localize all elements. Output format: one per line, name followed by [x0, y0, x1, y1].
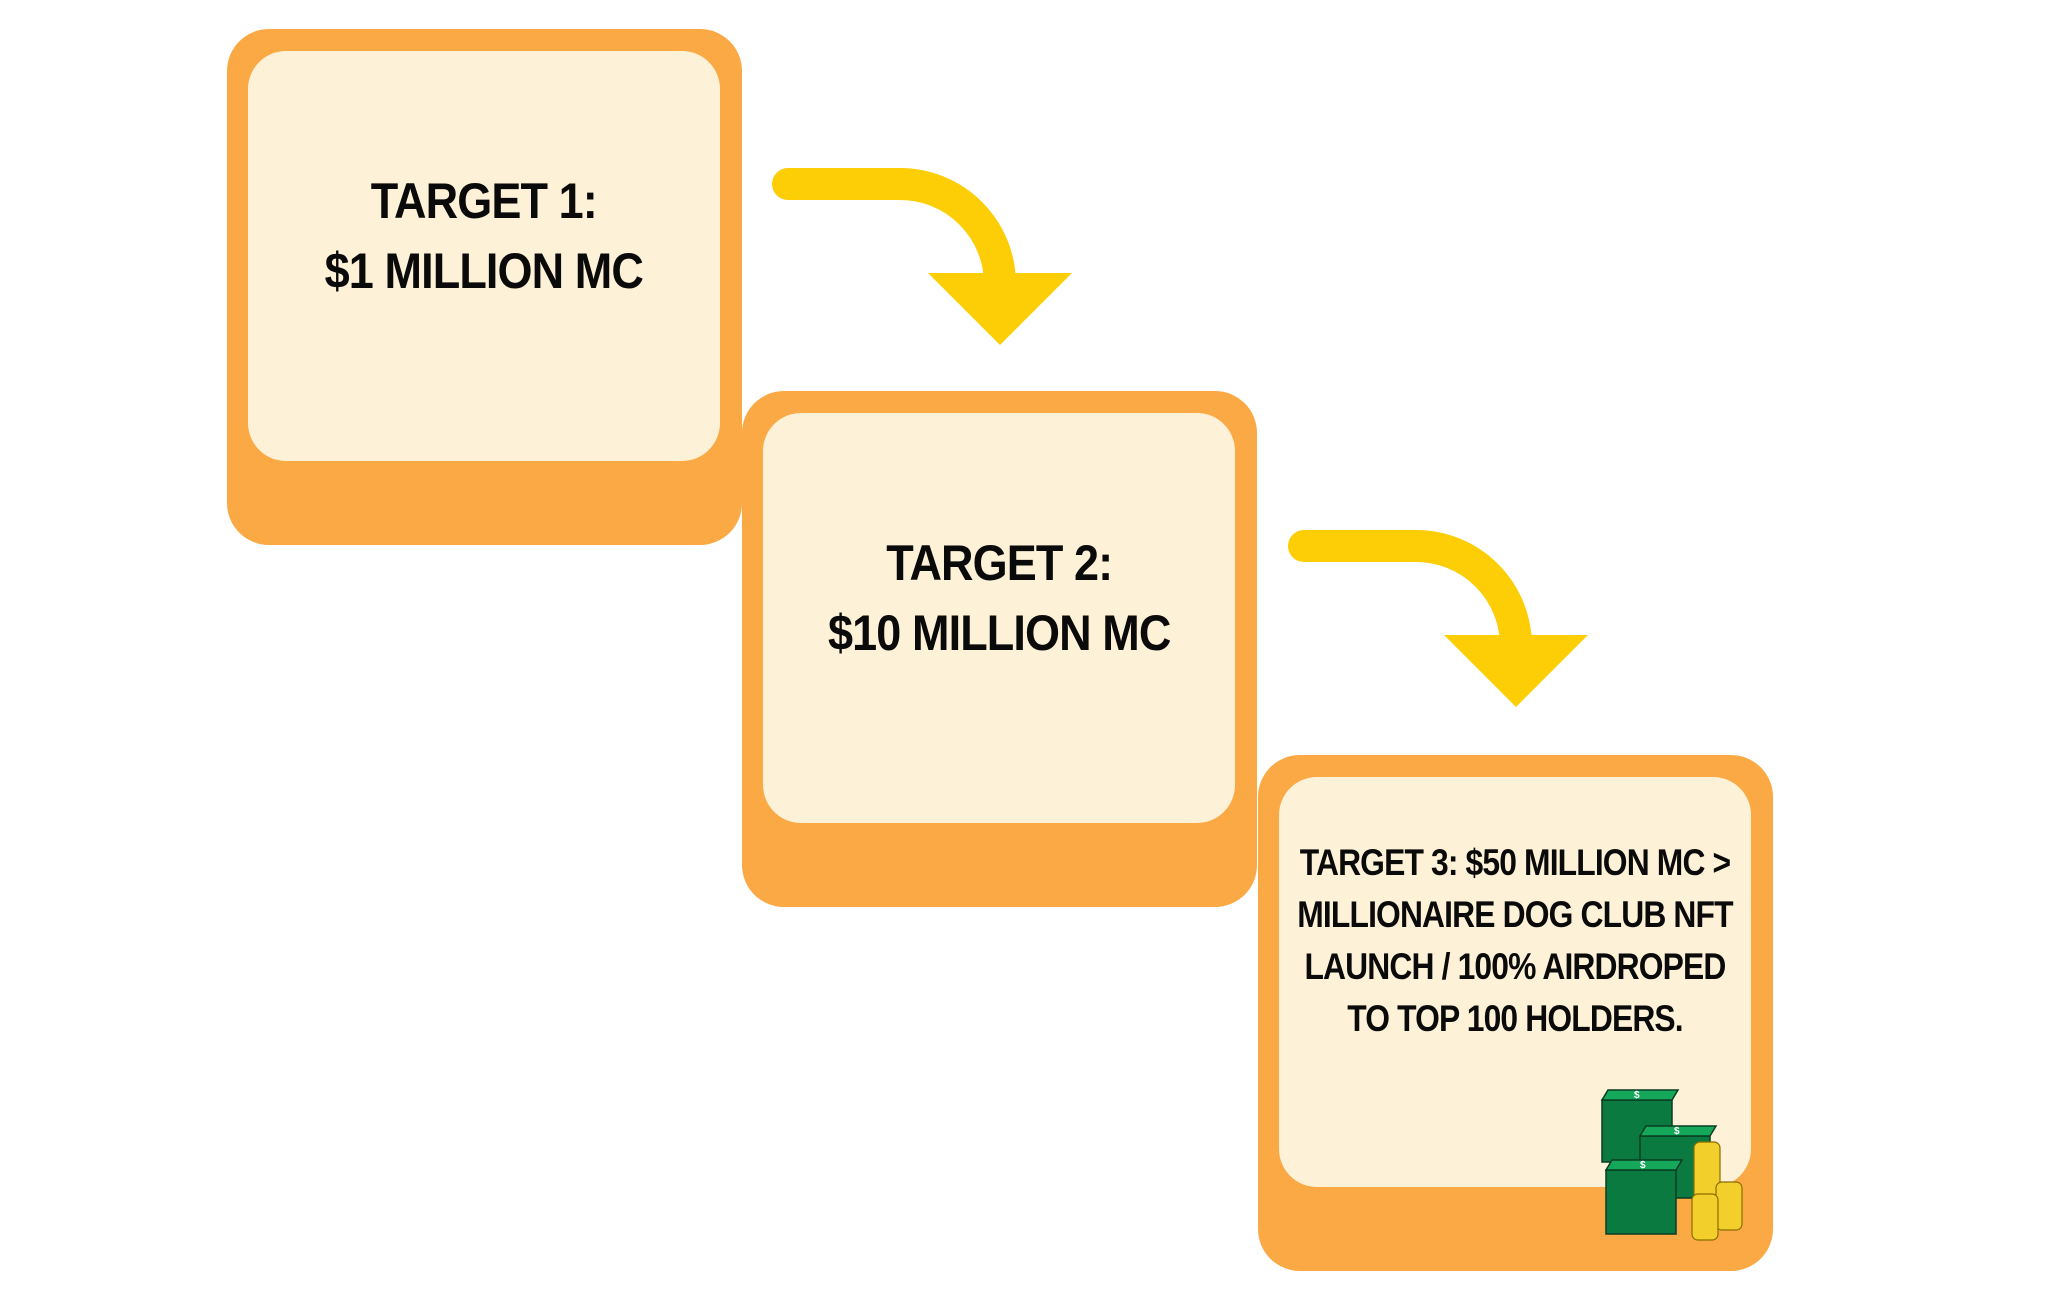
svg-text:$: $ [1674, 1126, 1680, 1137]
target-3-text: TARGET 3: $50 MILLION MC > MILLIONAIRE D… [1297, 842, 1733, 1039]
curved-arrow-icon [772, 168, 1072, 345]
target-2-title: TARGET 2: [885, 535, 1113, 591]
target-1-title: TARGET 1: [370, 173, 598, 229]
target-3-panel: TARGET 3: $50 MILLION MC > MILLIONAIRE D… [1279, 777, 1751, 1187]
target-1-panel: TARGET 1: $1 MILLION MC [248, 51, 720, 461]
target-1-value: $1 MILLION MC [324, 243, 644, 299]
money-stack-icon: $ $ $ [1600, 1089, 1743, 1241]
target-2-text: TARGET 2: $10 MILLION MC [827, 413, 1171, 668]
target-1-text: TARGET 1: $1 MILLION MC [324, 51, 644, 306]
svg-text:$: $ [1634, 1090, 1640, 1101]
svg-text:$: $ [1640, 1160, 1646, 1171]
curved-arrow-icon [1288, 530, 1588, 707]
target-3-card: TARGET 3: $50 MILLION MC > MILLIONAIRE D… [1258, 755, 1773, 1271]
target-2-value: $10 MILLION MC [827, 605, 1171, 661]
target-2-panel: TARGET 2: $10 MILLION MC [763, 413, 1235, 823]
target-2-card: TARGET 2: $10 MILLION MC [742, 391, 1257, 907]
target-1-card: TARGET 1: $1 MILLION MC [227, 29, 742, 545]
